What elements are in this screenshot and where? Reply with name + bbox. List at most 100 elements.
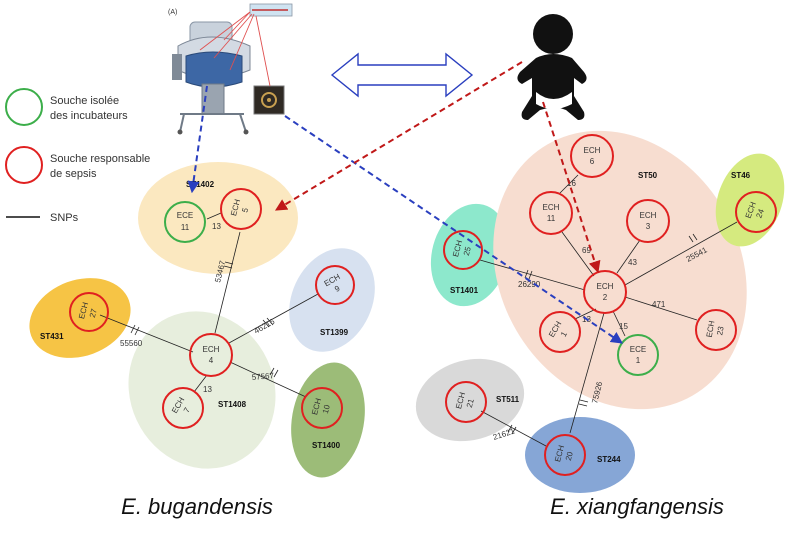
- blue-arrow-probe-to-ece1: [284, 115, 623, 344]
- svg-text:ECE: ECE: [630, 345, 646, 354]
- snp-ech9-ech4: 46216: [253, 317, 277, 336]
- edge-ech27-ech4: [99, 314, 194, 353]
- cluster-st431: [29, 278, 131, 358]
- node-ech6: ECH 6: [570, 134, 614, 178]
- snp-ech2-ech23: 471: [652, 300, 666, 309]
- legend: Souche isolée des incubateurs Souche res…: [5, 88, 150, 224]
- svg-text:11: 11: [547, 214, 556, 223]
- svg-text:4: 4: [209, 356, 214, 365]
- svg-text:1: 1: [559, 330, 569, 339]
- edge-ech6-ech11: [559, 174, 579, 194]
- svg-text:ECH: ECH: [584, 146, 601, 155]
- node-ech23: ECH 23: [695, 309, 737, 351]
- svg-text:ECH: ECH: [310, 397, 323, 416]
- svg-text:21: 21: [465, 397, 476, 408]
- svg-text:27: 27: [88, 307, 99, 318]
- snp-ech25-ech2: 26290: [518, 280, 541, 289]
- edge-ech2-ech23: [624, 296, 698, 321]
- svg-text:ECH: ECH: [454, 391, 467, 410]
- st-label-st511: ST511: [496, 395, 520, 404]
- baby-icon: [517, 14, 587, 120]
- snp-ech4-ech10: 57567: [251, 371, 274, 382]
- svg-text:2: 2: [603, 293, 608, 302]
- red-arrow-baby-to-ech5: [274, 61, 523, 211]
- svg-text:ECH: ECH: [77, 301, 90, 320]
- node-ech2: ECH 2: [583, 270, 627, 314]
- svg-text:ECH: ECH: [553, 444, 566, 463]
- st-label-st1400: ST1400: [312, 441, 341, 450]
- edge-ech2-ece1: [612, 310, 626, 337]
- snp-ech3-ech2: 43: [628, 258, 637, 267]
- svg-text:25: 25: [462, 245, 473, 256]
- svg-text:23: 23: [715, 325, 726, 336]
- edge-ech3-ech2: [616, 239, 641, 274]
- cluster-st1399: [289, 248, 375, 352]
- cluster-st1400: [291, 362, 365, 478]
- node-ece1: ECE 1: [617, 334, 659, 376]
- st-label-st431: ST431: [40, 332, 64, 341]
- edge-ech4-ech7: [193, 374, 208, 393]
- legend-incubator-line1: Souche isolée: [50, 95, 119, 107]
- svg-text:ECH: ECH: [229, 198, 242, 217]
- node-ech25: ECH 25: [443, 230, 483, 270]
- legend-sepsis-line2: de sepsis: [50, 168, 97, 180]
- edge-ech24-ech2: [624, 221, 738, 286]
- svg-text:3: 3: [646, 222, 651, 231]
- edge-ech4-ech10: [229, 361, 307, 398]
- svg-text:ECH: ECH: [451, 239, 464, 258]
- svg-text:1: 1: [636, 356, 641, 365]
- incubator-illustration: (A): [168, 3, 293, 135]
- node-ech4: ECH 4: [189, 333, 233, 377]
- svg-text:ECH: ECH: [597, 282, 614, 291]
- species-left: E. bugandensis: [121, 494, 273, 519]
- snp-ece11-ech5: 13: [212, 222, 221, 231]
- st-label-st1408: ST1408: [218, 400, 247, 409]
- cluster-st1408: [128, 311, 276, 469]
- node-ech27: ECH 27: [69, 292, 109, 332]
- edge-ech9-ech4: [228, 293, 319, 344]
- svg-text:7: 7: [182, 406, 192, 415]
- legend-incubator-line2: des incubateurs: [50, 110, 128, 122]
- st-label-st1401: ST1401: [450, 286, 479, 295]
- st-label-st1402: ST1402: [186, 180, 215, 189]
- snp-ech2-ece1: 15: [619, 322, 628, 331]
- st-label-st1399: ST1399: [320, 328, 349, 337]
- snp-ech4-ech7: 13: [203, 385, 212, 394]
- svg-text:ECH: ECH: [640, 211, 657, 220]
- svg-text:ECH: ECH: [543, 203, 560, 212]
- blue-arrow-incubator-to-ece11: [187, 85, 208, 194]
- node-ech5: ECH 5: [220, 188, 262, 230]
- svg-text:ECH: ECH: [203, 345, 220, 354]
- st-label-st50: ST50: [638, 171, 658, 180]
- edge-ech21-ech20: [480, 410, 547, 447]
- edge-ech2-ech20: [569, 312, 605, 434]
- cluster-st46: [715, 153, 785, 247]
- svg-text:6: 6: [590, 157, 595, 166]
- cluster-st50: [493, 130, 747, 410]
- svg-text:ECE: ECE: [177, 211, 193, 220]
- svg-text:5: 5: [240, 206, 250, 213]
- svg-text:ECH: ECH: [705, 320, 717, 338]
- double-arrow: [330, 52, 474, 98]
- legend-incubator-swatch: [5, 88, 43, 126]
- node-ech21: ECH 21: [445, 381, 487, 423]
- node-ech3: ECH 3: [626, 199, 670, 243]
- node-ech24: ECH 24: [735, 191, 777, 233]
- edges: [99, 174, 738, 447]
- legend-sepsis-swatch: [5, 146, 43, 184]
- snp-ech6-ech11: 16: [567, 179, 576, 188]
- snp-ech27-ech4: 55560: [120, 339, 143, 348]
- cluster-st1402: [138, 162, 298, 274]
- svg-text:20: 20: [564, 450, 575, 461]
- st-label-st46: ST46: [731, 171, 751, 180]
- edge-ech1-ech2: [574, 308, 597, 320]
- edge-break-marks: [130, 233, 698, 435]
- svg-text:9: 9: [333, 284, 342, 294]
- svg-text:11: 11: [181, 223, 190, 232]
- legend-sepsis-line1: Souche responsable: [50, 153, 150, 165]
- species-right: E. xiangfangensis: [550, 494, 724, 519]
- svg-text:24: 24: [754, 207, 766, 219]
- node-ech10: ECH 10: [301, 387, 343, 429]
- st-label-st244: ST244: [597, 455, 621, 464]
